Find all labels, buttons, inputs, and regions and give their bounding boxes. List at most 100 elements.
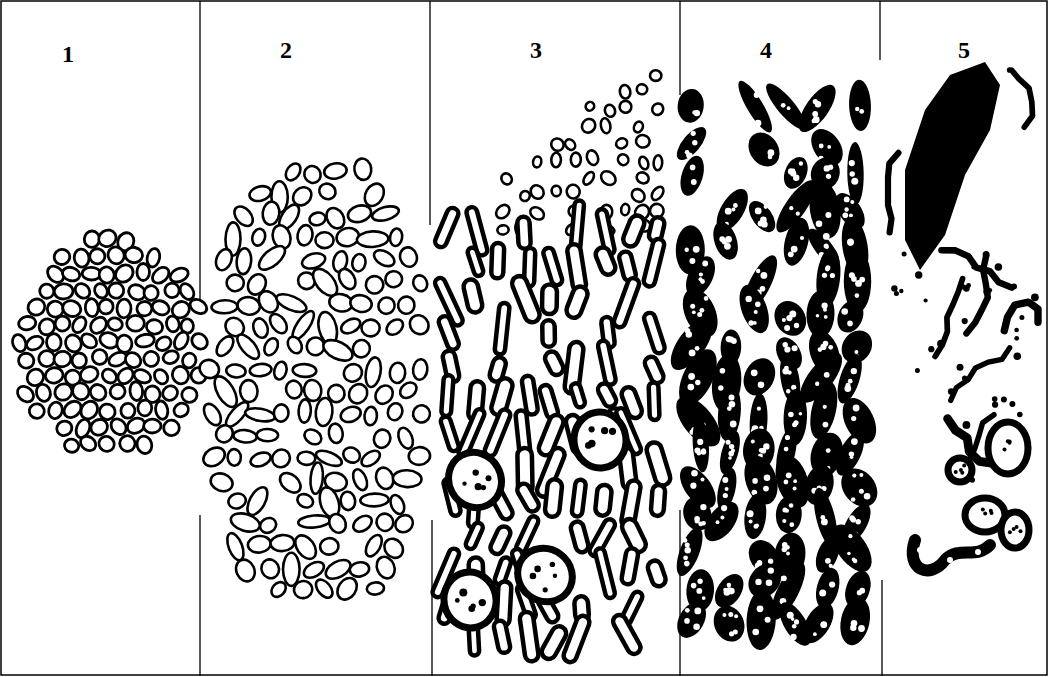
gland-ring: [284, 379, 304, 400]
panel-number: 4: [760, 38, 772, 62]
gland-tube: [467, 246, 485, 277]
gland-tube: [645, 441, 672, 488]
lumen-dot: [747, 510, 754, 517]
tumor-cell: [894, 291, 899, 296]
gland-ring: [244, 406, 276, 423]
lumen-dot: [788, 168, 794, 174]
lumen-dot: [822, 273, 827, 278]
gland-ring: [360, 493, 389, 507]
gland-ring: [276, 469, 304, 496]
gland-lumen-dot: [486, 475, 492, 481]
lumen-dot: [844, 207, 848, 211]
lumen-dot: [726, 440, 731, 445]
lumen-dot: [851, 416, 856, 421]
lumen-dot: [726, 587, 732, 593]
gland-ring: [353, 157, 373, 181]
gland-ring: [349, 293, 374, 314]
gland-ring: [339, 404, 363, 425]
lumen-dot: [793, 420, 798, 425]
gland-ring: [650, 70, 662, 81]
lumen-dot: [701, 449, 707, 455]
gland-ring: [439, 568, 501, 633]
lumen-dot: [691, 179, 697, 185]
gland-ring: [171, 401, 191, 420]
gland-ring: [371, 247, 397, 269]
gland-ring: [372, 427, 393, 450]
lumen-dot: [725, 487, 729, 491]
gland-ring: [581, 170, 596, 186]
gland-tube: [569, 520, 589, 553]
gland-tube: [621, 547, 639, 585]
lumen-dot: [815, 101, 821, 107]
lumen-dot: [702, 261, 708, 267]
gland-ring: [79, 331, 100, 351]
gland-ring: [364, 406, 378, 425]
gland-ring: [229, 510, 262, 535]
gland-ring: [340, 361, 365, 385]
lumen-dot: [794, 323, 799, 328]
gland-tube: [517, 217, 531, 249]
lumen-dot: [729, 401, 736, 408]
gland-tube: [651, 484, 666, 516]
gland-ring: [121, 403, 136, 419]
lumen-dot: [690, 304, 695, 309]
lumen-dot: [684, 618, 690, 624]
lumen-dot: [851, 517, 857, 523]
gland-ring: [320, 336, 355, 365]
lumen-dot: [782, 368, 789, 375]
lumen-dot: [824, 244, 829, 249]
gland-ring: [143, 285, 159, 301]
tumor-cell: [902, 252, 907, 257]
lumen-dot: [692, 140, 697, 145]
cribriform-mass: [671, 597, 712, 643]
gland-ring: [54, 418, 74, 438]
gland-ring: [53, 314, 73, 334]
lumen-dot: [764, 474, 771, 481]
gland-ring: [150, 298, 171, 317]
lumen-dot: [764, 205, 768, 209]
lumen-dot: [694, 516, 700, 522]
gland-ring: [63, 437, 80, 453]
gland-ring: [255, 242, 289, 274]
gland-ring: [224, 531, 247, 563]
lumen-dot: [699, 277, 703, 281]
gland-ring: [14, 383, 36, 405]
tumor-cell: [915, 368, 920, 373]
gland-ring: [236, 296, 261, 317]
gland-ring: [363, 273, 387, 297]
lumen-dot: [758, 221, 764, 227]
gland-tube: [571, 479, 586, 517]
gland-ring: [340, 491, 357, 511]
gland-ring: [579, 116, 598, 135]
lumen-dot: [823, 308, 827, 312]
gland-ring: [250, 227, 267, 247]
cribriform-mass: [833, 296, 869, 336]
gland-tube: [542, 284, 557, 314]
tumor-cell: [1014, 352, 1022, 360]
gland-ring: [386, 401, 405, 422]
lumen-dot: [827, 145, 831, 149]
lumen-dot: [733, 203, 738, 208]
tumor-cell: [937, 340, 945, 348]
lumen-dot: [792, 624, 797, 629]
cribriform-mass: [834, 461, 885, 514]
lumen-dot: [763, 443, 769, 449]
gland-ring: [618, 99, 634, 115]
lumen-dot: [848, 534, 852, 538]
lumen-dot: [728, 456, 732, 460]
gland-ring: [351, 253, 367, 273]
lumen-dot: [849, 213, 853, 217]
lumen-dot: [793, 175, 799, 181]
lumen-dot: [818, 347, 823, 352]
tumor-cell: [1011, 284, 1017, 290]
lumen-dot: [824, 315, 828, 319]
cribriform-mass: [833, 352, 867, 407]
lumen-dot: [752, 629, 759, 636]
gland-ring: [389, 362, 406, 383]
gland-lumen-dot: [455, 598, 460, 603]
lumen-dot: [819, 144, 824, 149]
lumen-dot: [813, 632, 817, 636]
gland-ring: [507, 538, 583, 613]
gland-ring: [292, 580, 313, 600]
